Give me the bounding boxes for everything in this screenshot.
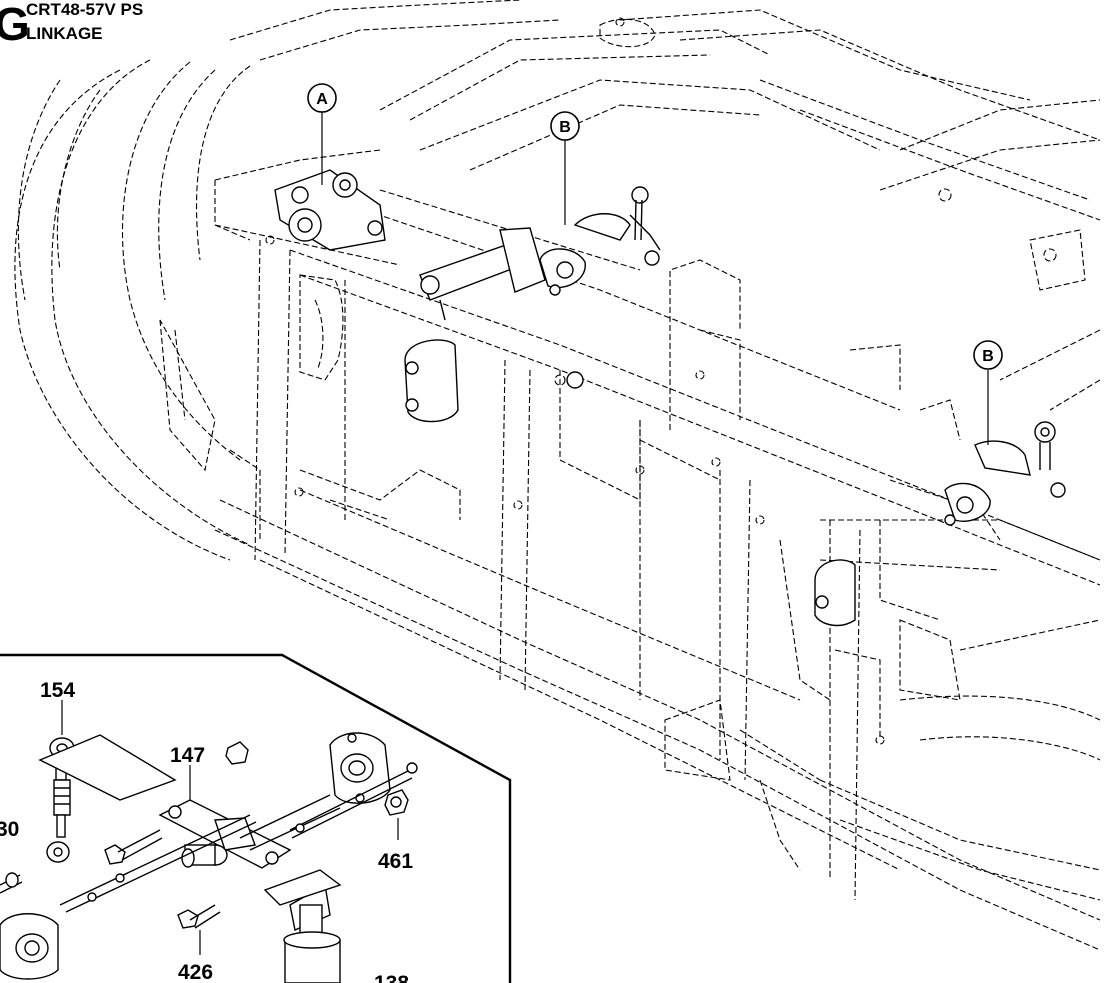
callout-a-circle — [307, 83, 337, 113]
part-number-147: 147 — [170, 744, 205, 767]
part-number-138: 138 — [374, 972, 409, 983]
callout-b-upper: B — [550, 111, 580, 141]
callout-b-upper-circle — [550, 111, 580, 141]
phantom-frame — [14, 0, 1101, 951]
callout-leaders — [321, 112, 989, 445]
diagram-model-title: CRT48-57V PS — [26, 0, 144, 19]
callout-b-right: B — [973, 340, 1003, 370]
part-number-426: 426 — [178, 961, 213, 983]
detail-inset-panel: 154 147 30 461 426 138 — [0, 653, 512, 983]
part-number-461: 461 — [378, 850, 413, 873]
callout-b-upper-label: B — [559, 119, 571, 136]
diagram-subtitle: LINKAGE — [26, 24, 103, 43]
callout-a: A — [307, 83, 337, 113]
callout-b-right-label: B — [982, 348, 994, 365]
section-letter: G — [0, 0, 30, 50]
callout-a-label: A — [316, 91, 328, 108]
linkage-parts-on-frame — [274, 169, 1066, 627]
callout-b-right-circle — [973, 340, 1003, 370]
diagram-header: G CRT48-57V PS LINKAGE — [0, 0, 240, 48]
part-number-154: 154 — [40, 679, 75, 702]
part-number-130: 30 — [0, 818, 19, 841]
